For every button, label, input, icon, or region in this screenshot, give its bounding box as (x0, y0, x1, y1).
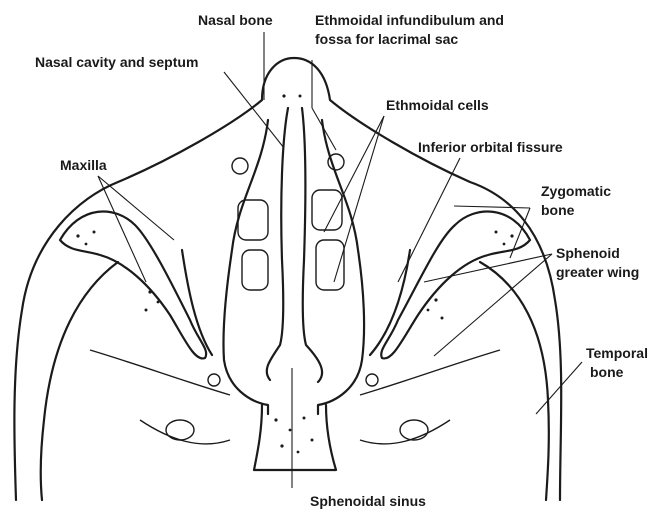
orbital-fissure-left (182, 250, 212, 355)
ethmoid-cell (242, 250, 268, 290)
label-sphenoid-line2: greater wing (556, 263, 639, 282)
foramen-small-left (208, 374, 220, 386)
foramen-right (400, 420, 428, 440)
lacrimal-fossa-right (328, 154, 344, 170)
label-zygomatic-line2: bone (541, 201, 574, 220)
leader-zygomatic-1 (454, 206, 530, 208)
temporal-bone-right (480, 262, 549, 500)
label-inferior-orbital-fissure: Inferior orbital fissure (418, 138, 563, 157)
skull-outline (14, 58, 561, 500)
leader-temporal (536, 362, 582, 414)
ethmoid-cell (312, 190, 342, 230)
label-ethmoidal-cells: Ethmoidal cells (386, 96, 489, 115)
foramen-left (166, 420, 194, 440)
label-ethmoidal-infundibulum-line2: fossa for lacrimal sac (315, 30, 458, 49)
lacrimal-fossa-left (232, 158, 248, 174)
label-maxilla: Maxilla (60, 156, 107, 175)
leader-infundibulum-2 (312, 108, 336, 150)
leader-sphenoid-1 (424, 254, 552, 282)
foramen-small-right (366, 374, 378, 386)
nasal-cavity-wall (223, 120, 364, 414)
label-nasal-cavity-septum: Nasal cavity and septum (35, 53, 198, 72)
label-sphenoid-line1: Sphenoid (556, 244, 620, 263)
zygomatic-left (60, 211, 206, 358)
leader-maxilla-2 (98, 176, 174, 240)
sphenoid-body (90, 350, 500, 444)
nasal-septum (267, 108, 322, 382)
sphenoidal-sinus-outline (254, 405, 336, 470)
label-sphenoidal-sinus: Sphenoidal sinus (310, 492, 426, 511)
label-temporal-line1: Temporal (586, 344, 648, 363)
label-zygomatic-line1: Zygomatic (541, 182, 611, 201)
temporal-bone-left (41, 262, 118, 500)
label-temporal-line2: bone (590, 363, 623, 382)
leader-lines (98, 32, 582, 488)
label-nasal-bone: Nasal bone (198, 11, 273, 30)
ethmoid-cell (316, 240, 344, 290)
label-ethmoidal-infundibulum-line1: Ethmoidal infundibulum and (315, 11, 504, 30)
leader-nasal-cavity (224, 72, 284, 148)
